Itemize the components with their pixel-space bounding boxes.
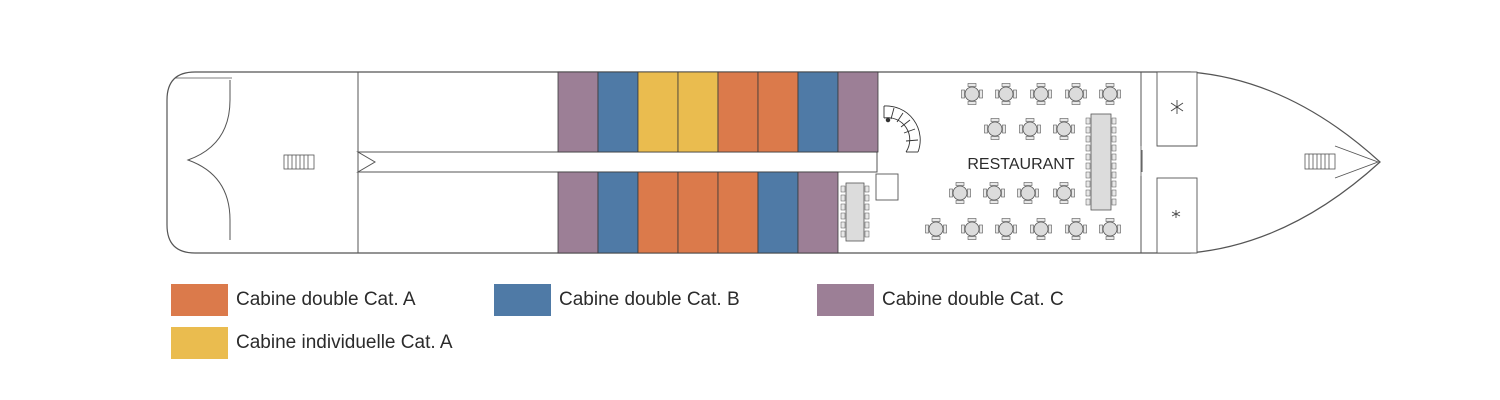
cabin-cat-a <box>717 171 759 254</box>
legend-swatch-indiv-a <box>171 327 228 359</box>
round-table <box>1030 83 1052 105</box>
legend-label-cat-a: Cabine double Cat. A <box>236 289 416 310</box>
round-table <box>1053 182 1075 204</box>
round-table <box>925 218 947 240</box>
cabin-cat-b <box>797 71 839 153</box>
cabins-top-row <box>557 71 879 153</box>
cabin-cat-c <box>797 171 839 254</box>
bow-stairs-icon <box>1304 153 1336 170</box>
snowflake-icon <box>1170 100 1184 114</box>
restaurant-label: RESTAURANT <box>967 156 1074 173</box>
round-table <box>1099 83 1121 105</box>
cabin-cat-a <box>717 71 759 153</box>
stern-wall <box>186 80 231 240</box>
cabin-cat-a <box>757 71 799 153</box>
spiral-staircase-icon <box>883 105 921 153</box>
legend-swatch-cat-a <box>171 284 228 316</box>
round-table <box>984 118 1006 140</box>
round-table <box>995 83 1017 105</box>
cabin-cat-b <box>597 71 639 153</box>
round-table <box>1065 218 1087 240</box>
round-table <box>983 182 1005 204</box>
round-table <box>1065 83 1087 105</box>
restaurant-tables <box>925 83 1121 240</box>
cabin-indiv-a <box>677 71 719 153</box>
legend-label-cat-c: Cabine double Cat. C <box>882 289 1064 310</box>
stern-stairs-icon <box>283 154 315 170</box>
dining-table-icon <box>840 182 870 242</box>
round-table <box>949 182 971 204</box>
cabins-bottom-row <box>557 171 839 254</box>
round-table <box>961 218 983 240</box>
snowflake-small-icon <box>1171 210 1181 218</box>
service-box <box>875 173 899 201</box>
legend-swatch-cat-c <box>817 284 874 316</box>
restaurant-long-table <box>1085 113 1117 211</box>
bow-tip <box>1334 145 1380 179</box>
legend-item-indiv-a: Cabine individuelle Cat. A <box>171 327 453 359</box>
cold-room-bottom <box>1156 177 1198 254</box>
legend-item-cat-c: Cabine double Cat. C <box>817 284 1064 316</box>
legend-item-cat-b: Cabine double Cat. B <box>494 284 740 316</box>
cabin-cat-c <box>557 171 599 254</box>
cabin-cat-a <box>677 171 719 254</box>
round-table <box>1099 218 1121 240</box>
round-table <box>1019 118 1041 140</box>
legend-label-indiv-a: Cabine individuelle Cat. A <box>236 332 453 353</box>
round-table <box>961 83 983 105</box>
round-table <box>1017 182 1039 204</box>
cabin-cat-c <box>837 71 879 153</box>
legend-label-cat-b: Cabine double Cat. B <box>559 289 740 310</box>
cabin-cat-a <box>637 171 679 254</box>
round-table <box>1053 118 1075 140</box>
cabin-cat-b <box>757 171 799 254</box>
cabin-indiv-a <box>637 71 679 153</box>
cabin-cat-c <box>557 71 599 153</box>
corridor <box>356 151 878 173</box>
cabin-cat-b <box>597 171 639 254</box>
round-table <box>1030 218 1052 240</box>
legend-item-cat-a: Cabine double Cat. A <box>171 284 416 316</box>
round-table <box>995 218 1017 240</box>
deck-plan: RESTAURANT <box>166 71 1381 254</box>
legend-swatch-cat-b <box>494 284 551 316</box>
